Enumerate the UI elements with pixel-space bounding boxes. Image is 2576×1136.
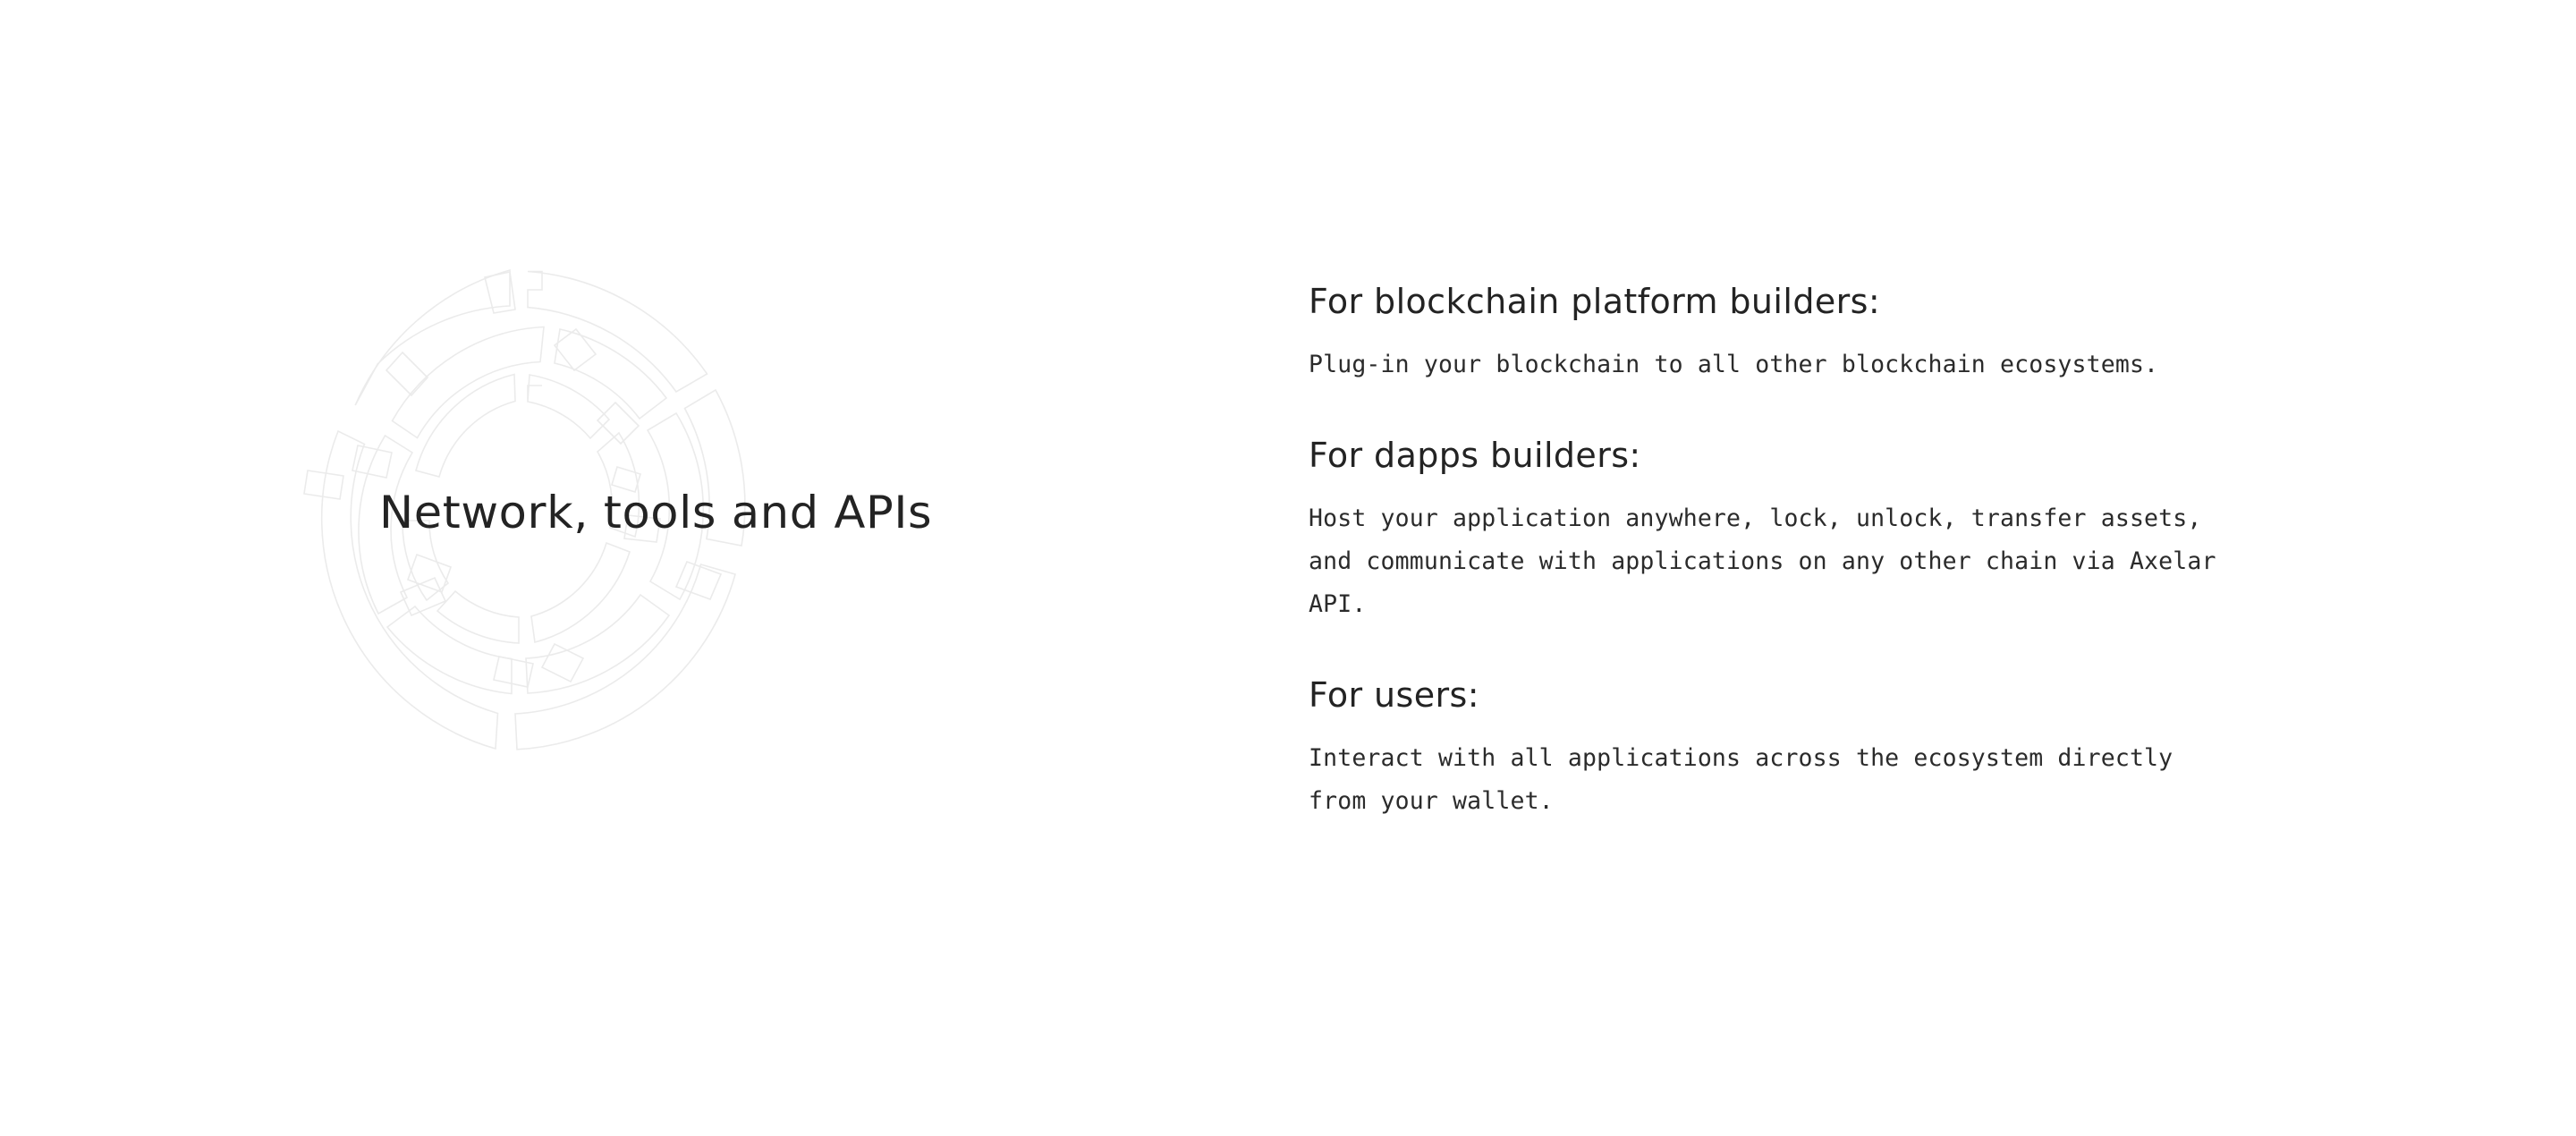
body-line: Plug-in your blockchain to all other blo… [1309, 351, 2159, 378]
section-users: For users: Interact with all application… [1309, 674, 2364, 823]
middle-ring-arc-top [391, 326, 545, 439]
section-heading: For dapps builders: [1309, 436, 1641, 475]
outer-ring-arc-lower-right [514, 564, 736, 750]
section-body: Plug-in your blockchain to all other blo… [1309, 343, 2310, 386]
outer-ring-arc-left [320, 429, 499, 750]
body-line: Host your application anywhere, lock, un… [1309, 504, 2202, 532]
notch-accent-bottom-right [540, 642, 585, 683]
notch-accent-bottom-mid [493, 656, 534, 688]
section-body: Interact with all applications across th… [1309, 737, 2310, 823]
inner-ring-arc-bottom [436, 589, 520, 644]
body-line: API. [1309, 590, 1367, 618]
notch-accent-bottom-left [399, 576, 447, 617]
hero-left-panel: Network, tools and APIs [303, 268, 933, 750]
body-line: and communicate with applications on any… [1309, 547, 2216, 575]
page-title: Network, tools and APIs [379, 487, 933, 538]
middle-ring-arc-bottom-right [525, 593, 671, 694]
notch-accent-left-outer [303, 470, 344, 500]
notch-accent-top [484, 271, 516, 314]
notch-accent-upper-left [385, 351, 429, 397]
section-body: Host your application anywhere, lock, un… [1309, 497, 2310, 626]
section-heading: For users: [1309, 675, 1479, 715]
outer-ring-arc-upper [354, 268, 511, 406]
section-blockchain-platform-builders: For blockchain platform builders: Plug-i… [1309, 281, 2364, 386]
section-heading: For blockchain platform builders: [1309, 282, 1881, 321]
inner-ring-arc-bottom-right [530, 541, 631, 644]
body-line: Interact with all applications across th… [1309, 744, 2174, 772]
notch-accent-upper-right [553, 327, 597, 372]
middle-ring-arc-bottom-left [386, 605, 513, 695]
notch-accent-left-mid [352, 445, 393, 479]
notch-accent-far-right [674, 560, 723, 601]
notch-accent-cross-left [406, 553, 453, 594]
outer-ring-arc-upper-right [527, 270, 708, 394]
inner-ring-arc-top-right [527, 374, 611, 440]
content-right-panel: For blockchain platform builders: Plug-i… [1309, 281, 2364, 823]
body-line: from your wallet. [1309, 787, 1554, 815]
notch-accent-right-mid [596, 401, 640, 445]
inner-ring-arc-top [415, 373, 516, 478]
section-dapps-builders: For dapps builders: Host your applicatio… [1309, 435, 2364, 626]
middle-ring-arc-top-right [554, 328, 668, 420]
